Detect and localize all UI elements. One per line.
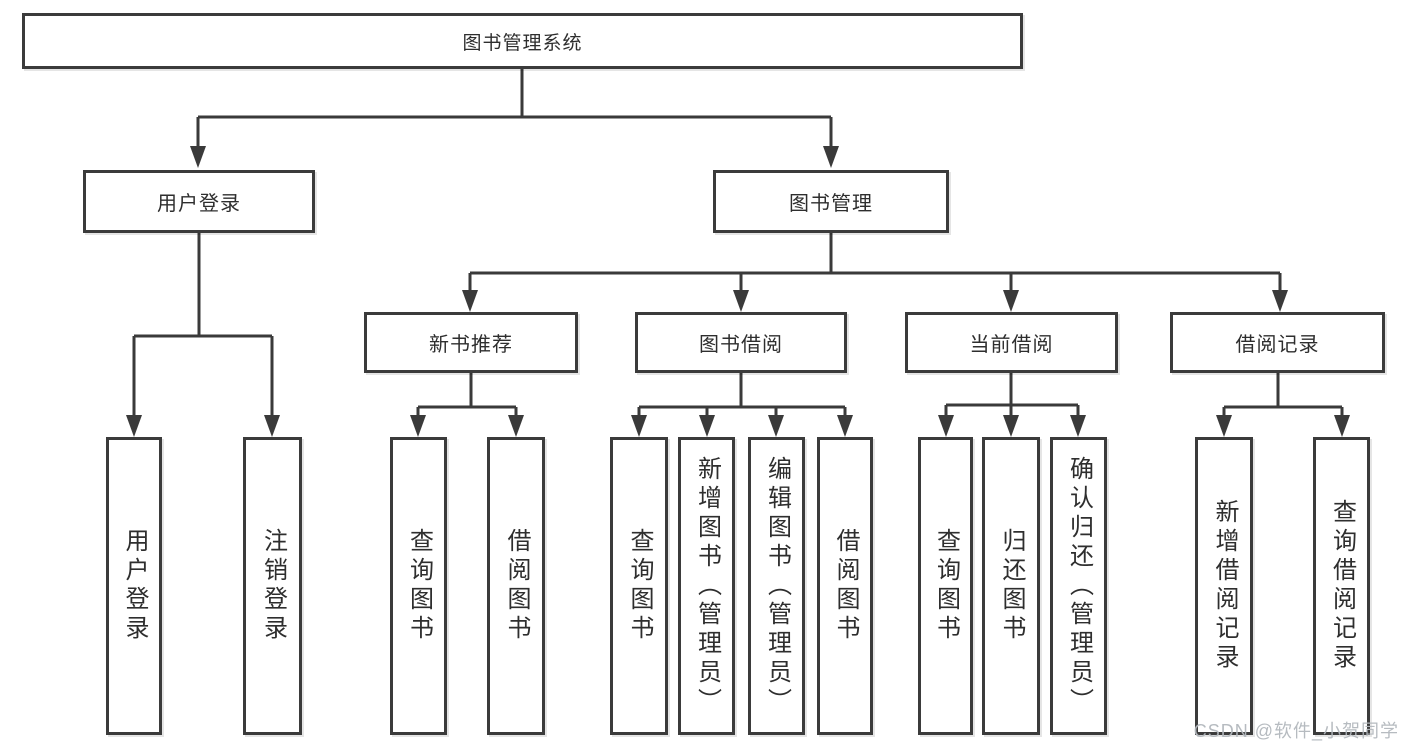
arrowheads <box>126 146 1350 437</box>
node-new-book-recommend: 新书推荐 <box>364 312 578 373</box>
csdn-watermark: CSDN @软件_小贺同学 <box>1193 721 1399 741</box>
leaf-user-login: 用户登录 <box>106 437 162 735</box>
node-current-borrow: 当前借阅 <box>905 312 1118 373</box>
leaf-borrow-books-borrow: 借阅图书 <box>817 437 873 735</box>
node-root: 图书管理系统 <box>22 13 1023 69</box>
leaf-edit-books-admin: 编辑图书（管理员） <box>748 437 805 735</box>
leaf-query-books-newbook: 查询图书 <box>390 437 447 735</box>
node-borrow-records: 借阅记录 <box>1170 312 1385 373</box>
leaf-add-borrow-record: 新增借阅记录 <box>1195 437 1253 735</box>
node-book-borrow: 图书借阅 <box>635 312 847 373</box>
leaf-return-books: 归还图书 <box>982 437 1040 735</box>
leaf-add-books-admin: 新增图书（管理员） <box>678 437 735 735</box>
leaf-confirm-return-admin: 确认归还（管理员） <box>1050 437 1107 735</box>
leaf-query-books-borrow: 查询图书 <box>610 437 668 735</box>
node-book-management: 图书管理 <box>713 170 949 233</box>
leaf-query-borrow-record: 查询借阅记录 <box>1313 437 1370 735</box>
node-user-login: 用户登录 <box>83 170 315 233</box>
leaf-borrow-books-newbook: 借阅图书 <box>487 437 545 735</box>
connector-paths <box>132 69 1344 421</box>
leaf-logout: 注销登录 <box>243 437 302 735</box>
leaf-query-books-current: 查询图书 <box>918 437 973 735</box>
